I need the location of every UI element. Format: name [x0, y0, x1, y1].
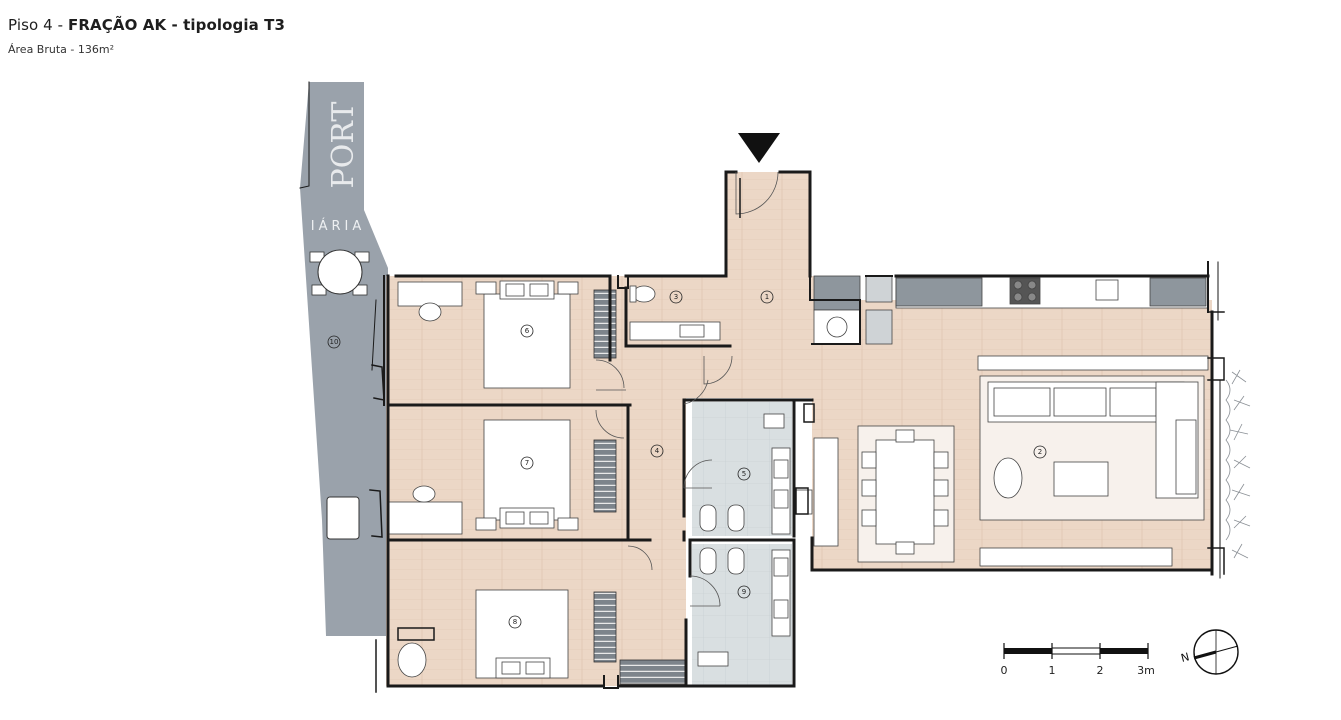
unit-label: FRAÇÃO AK - tipologia T3 [68, 16, 286, 34]
svg-text:3: 3 [674, 293, 678, 301]
room-8-label: 8 [508, 615, 522, 629]
room-4-label: 4 [650, 444, 664, 458]
entrance-floor [726, 172, 810, 292]
room-3-label: 3 [669, 290, 683, 304]
svg-text:8: 8 [513, 618, 517, 626]
balcony-table [309, 249, 370, 296]
street-lettering: PORT [326, 102, 361, 189]
room-1-label: 1 [760, 290, 774, 304]
room-9-label: 9 [737, 585, 751, 599]
room-5-label: 5 [737, 467, 751, 481]
page-title: Piso 4 - FRAÇÃO AK - tipologia T3 [8, 16, 285, 34]
entrance-arrow-icon [738, 133, 780, 163]
plants [1225, 369, 1251, 559]
doors [595, 171, 779, 607]
compass-icon: N [1180, 629, 1239, 675]
svg-text:5: 5 [742, 470, 746, 478]
scale-label-0: 0 [1001, 664, 1008, 677]
walls [299, 81, 1225, 693]
compass-label: N [1180, 650, 1191, 665]
svg-text:6: 6 [525, 327, 530, 335]
balcony-chair [326, 496, 360, 540]
furniture [387, 275, 1209, 685]
room-10-label: 10 [327, 335, 341, 349]
floor-label: Piso 4 - [8, 16, 69, 34]
room-7-label: 7 [520, 456, 534, 470]
svg-text:4: 4 [655, 447, 660, 455]
room-6-label: 6 [520, 324, 534, 338]
scale-label-2: 2 [1097, 664, 1104, 677]
svg-text:10: 10 [330, 338, 339, 346]
room-labels: 1 2 3 4 5 6 7 8 9 10 [327, 290, 1047, 629]
gross-area-label: Área Bruta - 136m² [8, 43, 114, 56]
balcony: PORT IÁRIA [300, 82, 388, 636]
scale-label-3: 3m [1137, 664, 1155, 677]
svg-text:7: 7 [525, 459, 529, 467]
side-lettering: IÁRIA [311, 218, 366, 234]
header: Piso 4 - FRAÇÃO AK - tipologia T3 Área B… [8, 16, 285, 56]
room-2-label: 2 [1033, 445, 1047, 459]
svg-text:9: 9 [742, 588, 746, 596]
svg-text:1: 1 [765, 293, 769, 301]
svg-text:2: 2 [1038, 448, 1042, 456]
scale-label-1: 1 [1049, 664, 1056, 677]
scale-bar: 0 1 2 3m [1001, 643, 1155, 677]
